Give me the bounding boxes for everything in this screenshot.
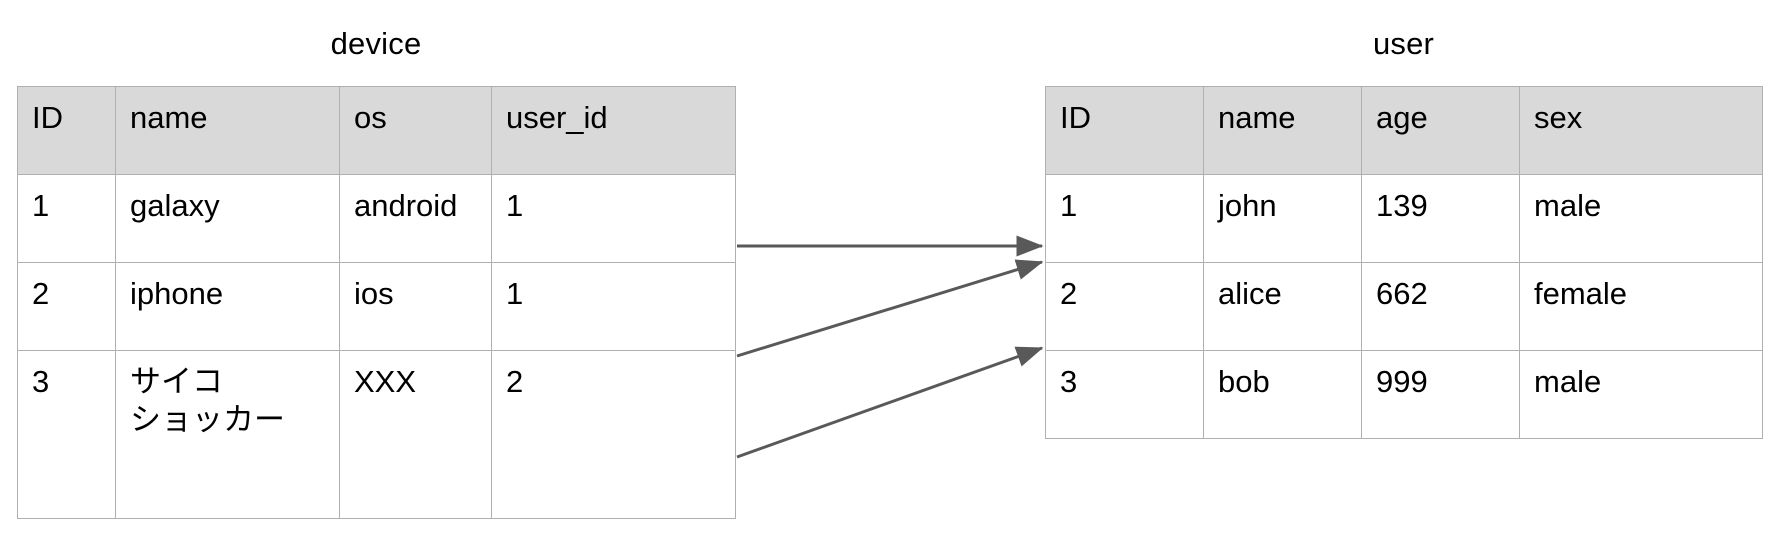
user-col-header-id: ID — [1045, 86, 1204, 175]
table-row: 1 galaxy android 1 — [17, 174, 736, 263]
user-table-block: user ID name age sex 1 john 139 male — [1045, 24, 1763, 439]
relation-arrow-device3-user2 — [736, 346, 1044, 459]
device-cell-name: iphone — [115, 262, 340, 351]
relation-arrow-device2-user1 — [736, 259, 1044, 358]
device-cell-id: 2 — [17, 262, 116, 351]
device-cell-user-id: 2 — [491, 350, 736, 519]
device-col-header-os: os — [339, 86, 492, 175]
device-table-title: device — [330, 26, 422, 61]
user-cell-id: 3 — [1045, 350, 1204, 439]
table-row: 2 iphone ios 1 — [17, 262, 736, 351]
user-header-row: ID name age sex — [1045, 86, 1763, 175]
device-cell-name: サイコショッカー — [115, 350, 340, 519]
table-row: 3 bob 999 male — [1045, 350, 1763, 439]
device-cell-user-id: 1 — [491, 262, 736, 351]
user-cell-sex: male — [1519, 350, 1763, 439]
device-cell-os: XXX — [339, 350, 492, 519]
table-row: 1 john 139 male — [1045, 174, 1763, 263]
table-row: 3 サイコショッカー XXX 2 — [17, 350, 736, 519]
user-cell-age: 999 — [1361, 350, 1520, 439]
user-cell-sex: female — [1519, 262, 1763, 351]
user-cell-id: 1 — [1045, 174, 1204, 263]
user-cell-age: 662 — [1361, 262, 1520, 351]
device-cell-name: galaxy — [115, 174, 340, 263]
user-col-header-sex: sex — [1519, 86, 1763, 175]
device-cell-os: android — [339, 174, 492, 263]
user-col-header-age: age — [1361, 86, 1520, 175]
user-table: ID name age sex 1 john 139 male 2 alice … — [1045, 86, 1763, 439]
user-col-header-name: name — [1203, 86, 1362, 175]
user-cell-sex: male — [1519, 174, 1763, 263]
device-table: ID name os user_id 1 galaxy android 1 2 … — [17, 86, 736, 519]
device-cell-id: 1 — [17, 174, 116, 263]
user-cell-age: 139 — [1361, 174, 1520, 263]
device-col-header-id: ID — [17, 86, 116, 175]
user-table-title: user — [1372, 26, 1435, 61]
device-col-header-user-id: user_id — [491, 86, 736, 175]
device-cell-os: ios — [339, 262, 492, 351]
table-row: 2 alice 662 female — [1045, 262, 1763, 351]
device-header-row: ID name os user_id — [17, 86, 736, 175]
user-cell-name: alice — [1203, 262, 1362, 351]
device-col-header-name: name — [115, 86, 340, 175]
device-cell-id: 3 — [17, 350, 116, 519]
user-cell-name: bob — [1203, 350, 1362, 439]
device-table-block: device ID name os user_id 1 galaxy andro… — [17, 24, 736, 519]
device-cell-user-id: 1 — [491, 174, 736, 263]
user-cell-id: 2 — [1045, 262, 1204, 351]
user-cell-name: john — [1203, 174, 1362, 263]
